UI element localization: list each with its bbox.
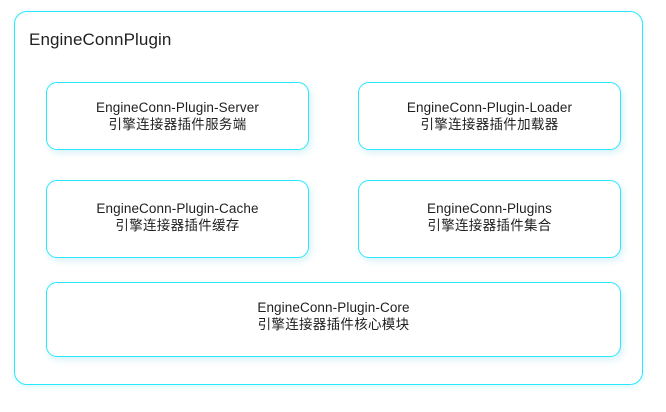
module-name-en: EngineConn-Plugin-Loader <box>406 100 573 115</box>
module-name-en: EngineConn-Plugin-Server <box>96 100 259 115</box>
module-box-engineconn-plugin-loader[interactable]: EngineConn-Plugin-Loader 引擎连接器插件加载器 <box>358 82 621 150</box>
module-name-en: EngineConn-Plugins <box>427 201 552 216</box>
page-title: EngineConnPlugin <box>29 30 172 49</box>
module-box-engineconn-plugins[interactable]: EngineConn-Plugins 引擎连接器插件集合 <box>358 180 621 258</box>
module-name-zh: 引擎连接器插件加载器 <box>420 117 559 132</box>
engineconnplugin-container: EngineConnPlugin EngineConn-Plugin-Serve… <box>14 11 643 385</box>
module-name-zh: 引擎连接器插件集合 <box>427 218 552 233</box>
module-name-zh: 引擎连接器插件核心模块 <box>257 317 410 332</box>
module-name-zh: 引擎连接器插件服务端 <box>108 117 247 132</box>
module-box-engineconn-plugin-server[interactable]: EngineConn-Plugin-Server 引擎连接器插件服务端 <box>46 82 309 150</box>
module-name-zh: 引擎连接器插件缓存 <box>115 218 240 233</box>
module-name-en: EngineConn-Plugin-Cache <box>96 201 259 216</box>
module-name-en: EngineConn-Plugin-Core <box>257 300 410 315</box>
module-box-engineconn-plugin-core[interactable]: EngineConn-Plugin-Core 引擎连接器插件核心模块 <box>46 282 621 357</box>
module-box-engineconn-plugin-cache[interactable]: EngineConn-Plugin-Cache 引擎连接器插件缓存 <box>46 180 309 258</box>
